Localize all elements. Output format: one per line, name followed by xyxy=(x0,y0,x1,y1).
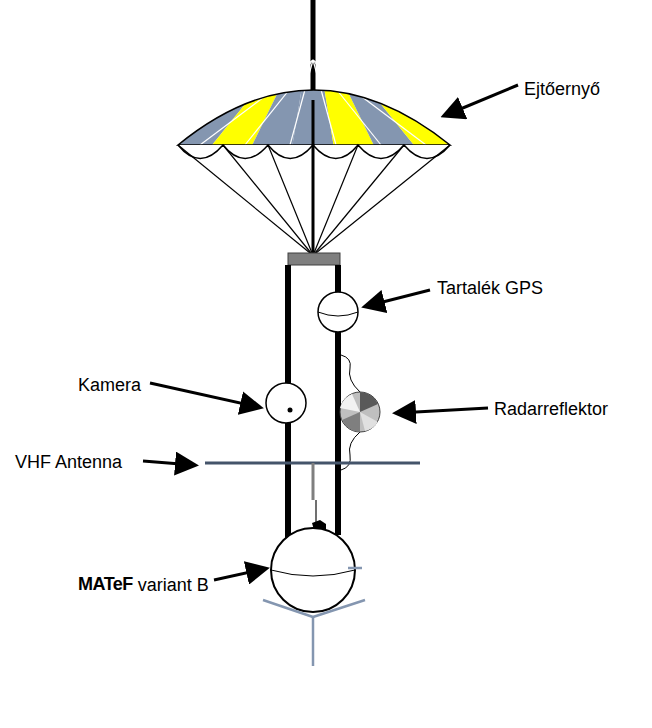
camera-label: Kamera xyxy=(78,376,141,394)
variant-label: variant B xyxy=(138,576,209,594)
parachute-label: Ejtőernyő xyxy=(524,80,600,98)
vhf-antenna-label: VHF Antenna xyxy=(15,453,122,471)
matef-label: MATeF xyxy=(78,575,133,593)
backup-gps-label: Tartalék GPS xyxy=(437,279,543,297)
radar-reflector-label: Radarreflektor xyxy=(494,400,608,418)
